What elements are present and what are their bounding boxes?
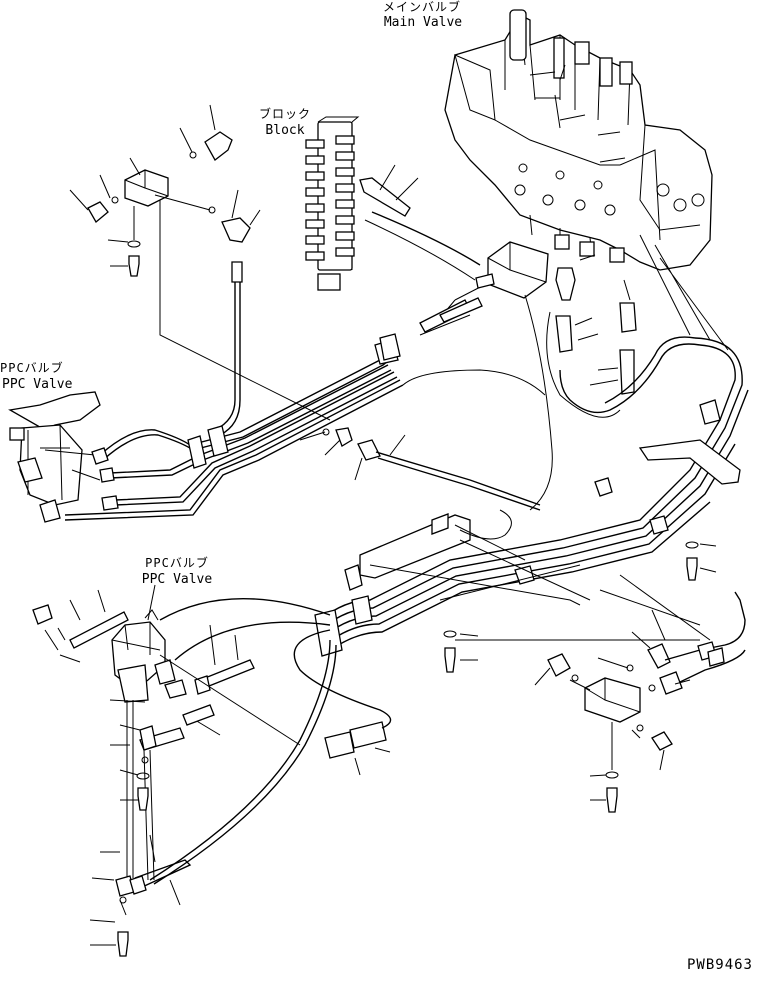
lower-right-junction-block [534, 609, 691, 771]
ppc-valve-upper-label-jp: PPCバルブ [0, 361, 64, 375]
main-valve-label-jp: メインバルブ [382, 0, 461, 14]
middle-fittings [299, 427, 541, 511]
bolts-washers [443, 541, 717, 813]
drawing-code: PWB9463 [686, 957, 753, 973]
central-junction-block [364, 219, 553, 511]
ppc-valve-lower-label-jp: PPCバルブ [145, 556, 209, 570]
ppc-valve-upper-label-en: PPC Valve [2, 377, 73, 392]
clamp-brackets [344, 439, 741, 606]
lower-rods [89, 834, 192, 957]
upper-ppc-hoses [64, 281, 546, 521]
ppc-valve-lower [111, 584, 187, 703]
lower-right-hoses [455, 574, 746, 683]
lower-ppc-rods [32, 589, 255, 881]
main-valve-label-en: Main Valve [383, 15, 463, 30]
ppc-valve-lower-label-en: PPC Valve [141, 572, 213, 587]
main-valve-leaders [529, 64, 626, 163]
ppc-valve-upper [8, 391, 101, 523]
main-valve-fittings [555, 254, 637, 395]
upper-long-hose [371, 211, 621, 418]
block-label-en: Block [265, 123, 305, 138]
main-valve [444, 9, 713, 271]
block-manifold [305, 116, 419, 291]
block-label-jp: ブロック [258, 107, 311, 121]
upper-left-junction-block [69, 104, 261, 277]
main-pipe-bundle [314, 234, 749, 657]
lower-long-hoses [149, 598, 392, 885]
